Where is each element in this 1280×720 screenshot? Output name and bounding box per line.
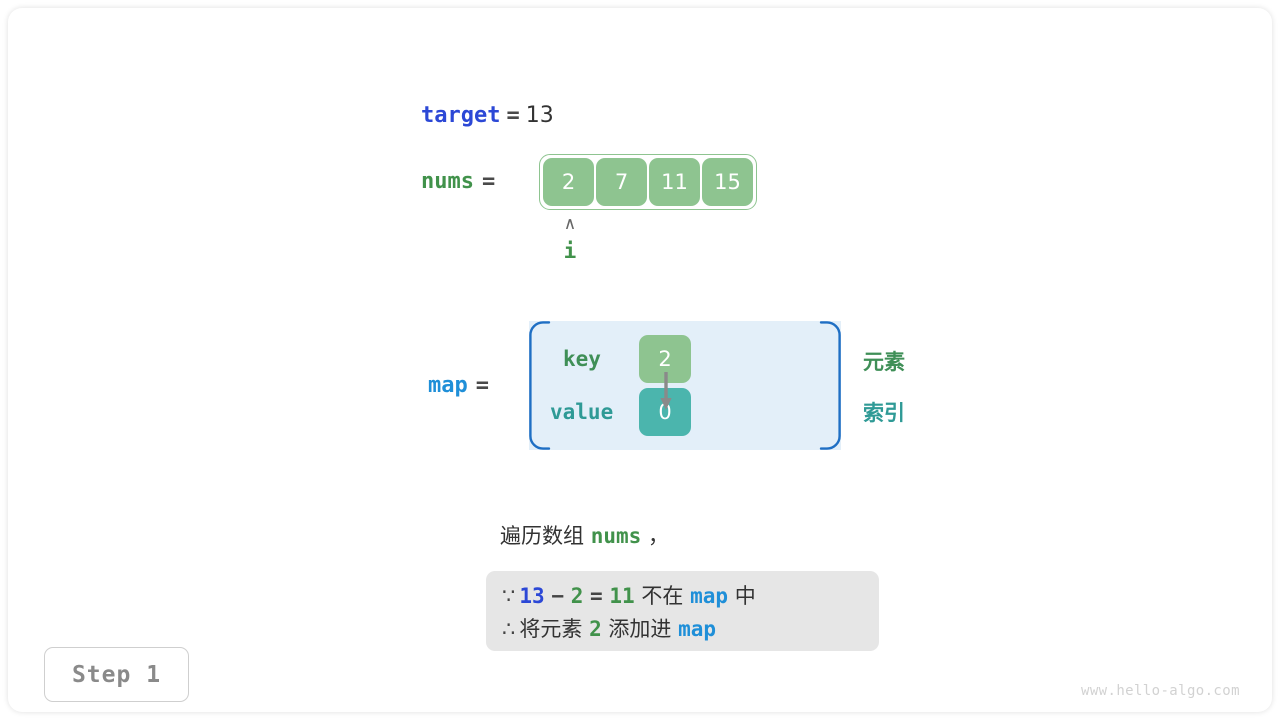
reasoning-line2-start-text: 将元素 — [519, 617, 583, 641]
legend-element-label: 元素 — [863, 350, 905, 374]
illustration-canvas: target=13 nums= 2 7 11 15 ∧ i map= key v… — [8, 8, 1272, 712]
reasoning-line-2: ∴将元素 2 添加进 map — [502, 613, 863, 646]
nums-equals-sign: = — [481, 169, 496, 194]
nums-array: 2 7 11 15 — [543, 158, 753, 206]
reasoning-line2-map-code: map — [678, 617, 717, 641]
step-badge-label: Step 1 — [71, 661, 162, 688]
reasoning-complement-value: 11 — [609, 584, 635, 608]
reasoning-line1-end-text: 中 — [734, 584, 756, 608]
target-row: target=13 — [421, 101, 554, 131]
reasoning-line1-map-code: map — [690, 584, 728, 608]
nums-variable-name: nums — [421, 169, 474, 194]
map-key-label: key — [563, 347, 601, 371]
pointer-label: i — [563, 239, 577, 263]
map-value-label: value — [550, 400, 614, 424]
reasoning-current-value: 2 — [570, 584, 584, 608]
nums-label: nums = — [421, 167, 495, 197]
array-outer-frame — [539, 154, 757, 210]
traverse-note-prefix: 遍历数组 — [500, 524, 584, 548]
reasoning-line1-mid-text: 不在 — [641, 584, 684, 608]
legend-index-label: 索引 — [863, 401, 905, 425]
minus-operator: − — [551, 584, 565, 608]
step-badge: Step 1 — [44, 647, 189, 702]
pointer-caret-icon: ∧ — [563, 214, 577, 234]
watermark: www.hello-algo.com — [1081, 683, 1240, 699]
reasoning-target-value: 13 — [519, 584, 545, 608]
therefore-symbol: ∴ — [502, 617, 516, 641]
traverse-note-suffix: ， — [647, 524, 669, 548]
reasoning-line2-mid-text: 添加进 — [608, 617, 672, 641]
array-cell: 7 — [596, 158, 647, 206]
map-label: map = — [428, 371, 489, 401]
key-to-value-arrow-icon — [660, 372, 672, 410]
target-equals-sign: = — [506, 103, 520, 128]
reasoning-line-1: ∵13 − 2 = 11 不在 map 中 — [502, 580, 863, 613]
array-cell: 15 — [702, 158, 753, 206]
map-variable-name: map — [428, 373, 468, 398]
array-cell: 11 — [649, 158, 700, 206]
traverse-note-line: 遍历数组 nums ， — [500, 521, 669, 551]
map-equals-sign: = — [475, 373, 489, 398]
reasoning-note-box: ∵13 − 2 = 11 不在 map 中 ∴将元素 2 添加进 map — [486, 571, 879, 651]
traverse-note-code: nums — [590, 524, 642, 548]
target-variable-name: target — [421, 103, 501, 128]
reasoning-line2-value: 2 — [589, 617, 602, 641]
equals-operator: = — [590, 584, 603, 608]
target-value: 13 — [525, 103, 554, 128]
because-symbol: ∵ — [502, 584, 516, 608]
array-cell: 2 — [543, 158, 594, 206]
